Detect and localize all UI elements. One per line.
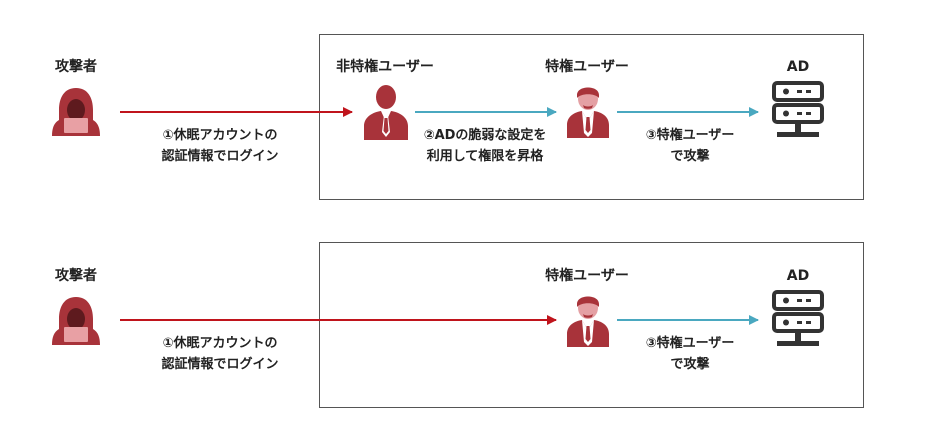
bottom-step3-caption: ③特権ユーザー で攻撃 — [620, 333, 760, 375]
bottom-step1-caption: ①休眠アカウントの 認証情報でログイン — [140, 333, 300, 375]
bottom-scenario-box — [319, 242, 864, 408]
top-attacker-label: 攻撃者 — [55, 59, 97, 75]
top-step2-caption: ②ADの脆弱な設定を 利用して権限を昇格 — [405, 125, 565, 167]
top-ad-label: AD — [786, 59, 810, 75]
server-icon — [772, 290, 824, 346]
bottom-ad-label: AD — [786, 268, 810, 284]
bottom-step1-line1: ①休眠アカウントの — [162, 336, 278, 351]
privileged-user-icon — [567, 296, 609, 347]
top-nonpriv-label: 非特権ユーザー — [336, 59, 434, 75]
top-step2-line1: ②ADの脆弱な設定を — [423, 128, 547, 143]
server-icon — [772, 81, 824, 137]
top-priv-label: 特権ユーザー — [545, 59, 629, 75]
privileged-user-icon — [567, 87, 609, 138]
bottom-step3-line1: ③特権ユーザー — [645, 336, 735, 351]
bottom-step3-line2: で攻撃 — [670, 357, 710, 372]
top-step3-line2: で攻撃 — [670, 149, 710, 164]
top-step2-line2: 利用して権限を昇格 — [426, 149, 544, 164]
user-icon — [364, 85, 408, 140]
top-scenario-box — [319, 34, 864, 200]
top-step3-caption: ③特権ユーザー で攻撃 — [620, 125, 760, 167]
bottom-priv-label: 特権ユーザー — [545, 268, 629, 284]
bottom-attacker-label: 攻撃者 — [55, 268, 97, 284]
hacker-icon — [52, 88, 100, 136]
top-step1-line2: 認証情報でログイン — [161, 149, 279, 164]
hacker-icon — [52, 297, 100, 345]
top-step3-line1: ③特権ユーザー — [645, 128, 735, 143]
bottom-step1-line2: 認証情報でログイン — [161, 357, 279, 372]
top-step1-caption: ①休眠アカウントの 認証情報でログイン — [140, 125, 300, 167]
top-step1-line1: ①休眠アカウントの — [162, 128, 278, 143]
